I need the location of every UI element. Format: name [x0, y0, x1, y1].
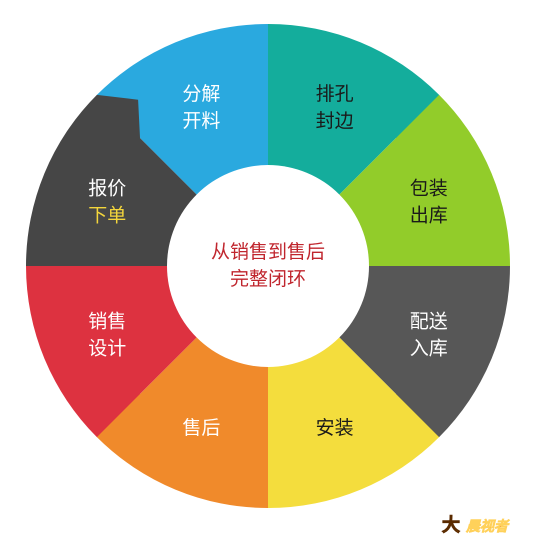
segment-label-install-line1: 安装 [316, 417, 354, 439]
segment-install [242, 336, 440, 508]
segment-label-aftersale-line1: 售后 [182, 417, 220, 439]
segment-aftersale [96, 336, 268, 508]
center-title-line2: 完整闭环 [230, 268, 306, 290]
watermark-logo: 大 晨视者 [442, 514, 511, 536]
segment-label-pack-line1: 包装 [410, 177, 448, 199]
segment-label-ship-line1: 配送 [410, 311, 448, 333]
segment-label-quote-line1: 报价 [88, 177, 126, 199]
segment-label-design-line1: 销售 [88, 311, 126, 333]
center-title-line1: 从销售到售后 [211, 241, 325, 263]
segment-label-quote-line2: 下单 [88, 204, 126, 226]
segment-label-edge-line1: 排孔 [316, 83, 354, 105]
segment-label-edge-line2: 封边 [316, 110, 354, 132]
segment-label-pack-line2: 出库 [410, 204, 448, 226]
center-circle [167, 165, 369, 367]
segment-quote [26, 94, 198, 266]
segment-label-ship-line2: 入库 [410, 338, 448, 360]
segment-cut [96, 24, 294, 196]
segment-ship [338, 266, 510, 438]
segment-pack [338, 94, 510, 292]
segment-edge [268, 24, 440, 196]
logo-glyph: 大 [442, 514, 460, 536]
segment-label-design-line2: 设计 [88, 338, 126, 360]
segment-design [26, 240, 198, 438]
segment-label-cut-line1: 分解 [182, 83, 220, 105]
logo-text: 晨视者 [465, 518, 510, 535]
segment-label-cut-line2: 开料 [182, 110, 220, 132]
